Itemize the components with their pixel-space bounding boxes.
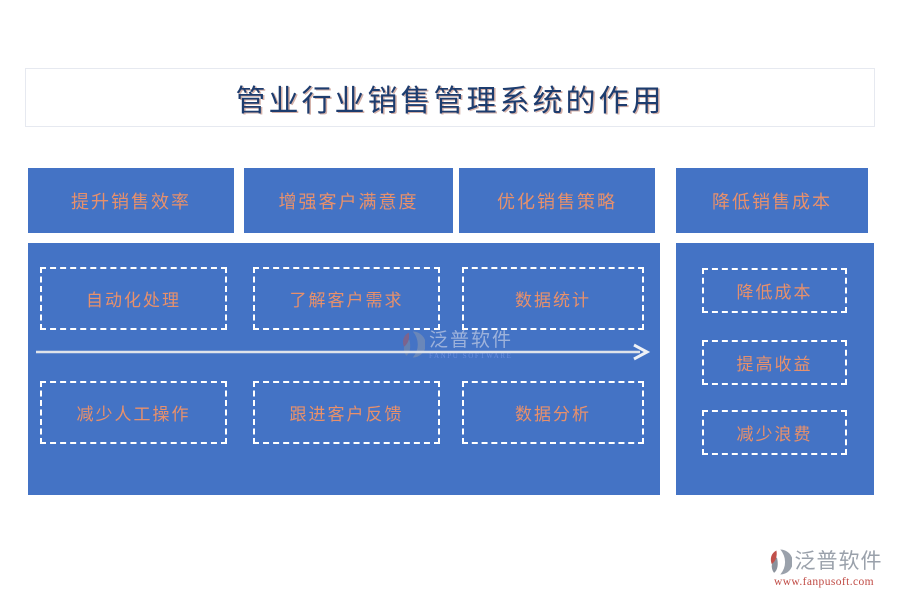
header-label: 降低销售成本 xyxy=(712,191,832,212)
watermark-text: 泛普软件 FANPU SOFTWARE xyxy=(429,331,513,360)
footer-brand-name: 泛普软件 xyxy=(794,549,883,574)
header-box-sales-strategy: 优化销售策略 xyxy=(459,168,655,233)
feature-box-customer-needs: 了解客户需求 xyxy=(253,267,440,330)
feature-label: 数据统计 xyxy=(515,291,591,310)
flow-arrow xyxy=(36,343,651,361)
benefit-box-less-waste: 减少浪费 xyxy=(702,410,847,455)
feature-box-data-statistics: 数据统计 xyxy=(462,267,644,330)
benefit-label: 减少浪费 xyxy=(736,425,813,444)
benefit-label: 降低成本 xyxy=(736,283,813,302)
watermark-brand-en: FANPU SOFTWARE xyxy=(429,352,513,360)
side-panel: 降低成本 提高收益 减少浪费 xyxy=(676,243,874,495)
header-box-sales-efficiency: 提升销售效率 xyxy=(28,168,234,233)
header-label: 增强客户满意度 xyxy=(278,191,419,212)
footer-brand-url: www.fanpusoft.com xyxy=(774,576,874,588)
feature-label: 跟进客户反馈 xyxy=(289,405,404,424)
page-title: 管业行业销售管理系统的作用 xyxy=(235,84,665,118)
feature-label: 减少人工操作 xyxy=(76,405,191,424)
feature-label: 自动化处理 xyxy=(86,291,181,310)
benefit-box-lower-cost: 降低成本 xyxy=(702,268,847,313)
header-label: 优化销售策略 xyxy=(497,191,617,212)
feature-label: 了解客户需求 xyxy=(289,291,404,310)
header-label: 提升销售效率 xyxy=(71,191,191,212)
feature-box-automation: 自动化处理 xyxy=(40,267,227,330)
feature-box-follow-feedback: 跟进客户反馈 xyxy=(253,381,440,444)
footer-brand: 泛普软件 www.fanpusoft.com xyxy=(758,549,890,589)
footer-brand-row: 泛普软件 xyxy=(758,549,890,575)
main-panel: 自动化处理 了解客户需求 数据统计 减少人工操作 跟进客户反馈 数据分析 xyxy=(28,243,660,495)
watermark-brand: 泛普软件 xyxy=(429,330,514,351)
title-box: 管业行业销售管理系统的作用 xyxy=(25,68,875,127)
watermark: 泛普软件 FANPU SOFTWARE xyxy=(398,331,513,360)
feature-box-data-analysis: 数据分析 xyxy=(462,381,644,444)
feature-box-reduce-manual-work: 减少人工操作 xyxy=(40,381,227,444)
benefit-label: 提高收益 xyxy=(736,355,813,374)
header-box-customer-satisfaction: 增强客户满意度 xyxy=(244,168,453,233)
benefit-box-higher-revenue: 提高收益 xyxy=(702,340,847,385)
feature-label: 数据分析 xyxy=(515,405,591,424)
fanpu-logo-icon xyxy=(770,549,792,575)
header-box-sales-cost: 降低销售成本 xyxy=(676,168,868,233)
